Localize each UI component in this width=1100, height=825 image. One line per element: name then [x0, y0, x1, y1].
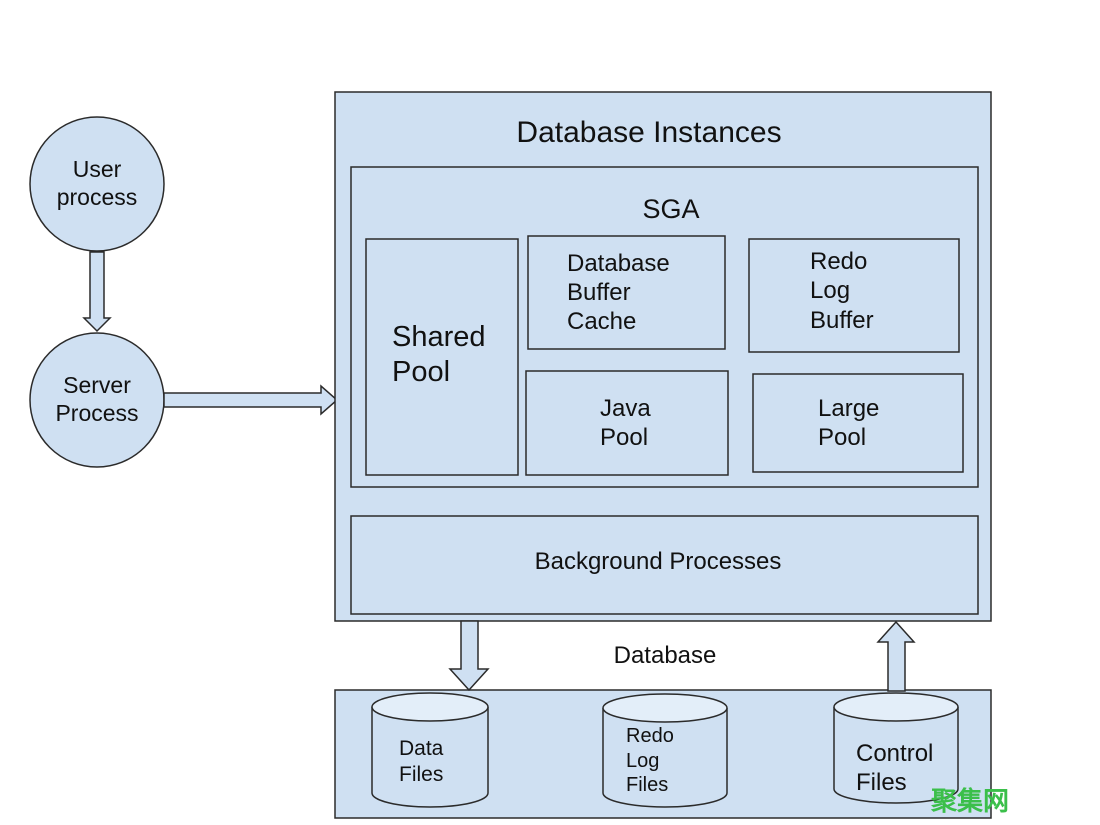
- db-buffer-cache-box: [527, 235, 726, 350]
- controlfiles-to-instances-arrow: [876, 620, 916, 692]
- db-buffer-cache-label: Database Buffer Cache: [567, 249, 670, 336]
- user-process-label: User process: [56, 155, 138, 210]
- sga-title: SGA: [642, 193, 700, 224]
- watermark-text: 聚集网: [930, 787, 1009, 818]
- redo-log-files-cylinder: [602, 693, 728, 808]
- shared-pool-label: Shared Pool: [392, 320, 486, 388]
- user-to-server-arrow: [82, 251, 112, 333]
- data-files-cylinder: [371, 692, 489, 808]
- redo-log-buffer-box: [748, 238, 960, 353]
- background-processes-label: Background Processes: [534, 548, 782, 576]
- instances-to-datafiles-arrow: [448, 620, 490, 692]
- database-instances-title: Database Instances: [516, 115, 782, 149]
- control-files-label: Control Files: [856, 739, 934, 796]
- database-label: Database: [613, 642, 717, 670]
- large-pool-box: [752, 373, 964, 473]
- redo-log-files-label: Redo Log Files: [626, 725, 674, 797]
- server-to-instances-arrow: [163, 384, 339, 416]
- java-pool-label: Java Pool: [600, 394, 651, 451]
- redo-log-buffer-label: Redo Log Buffer: [810, 248, 874, 334]
- data-files-label: Data Files: [399, 737, 444, 786]
- background-processes-box: [350, 515, 979, 615]
- shared-pool-box: [365, 238, 519, 476]
- server-process-label: Server Process: [55, 371, 139, 426]
- user-process-node: [29, 116, 165, 252]
- java-pool-box: [525, 370, 729, 476]
- large-pool-label: Large Pool: [818, 394, 880, 451]
- control-files-cylinder: [833, 692, 959, 804]
